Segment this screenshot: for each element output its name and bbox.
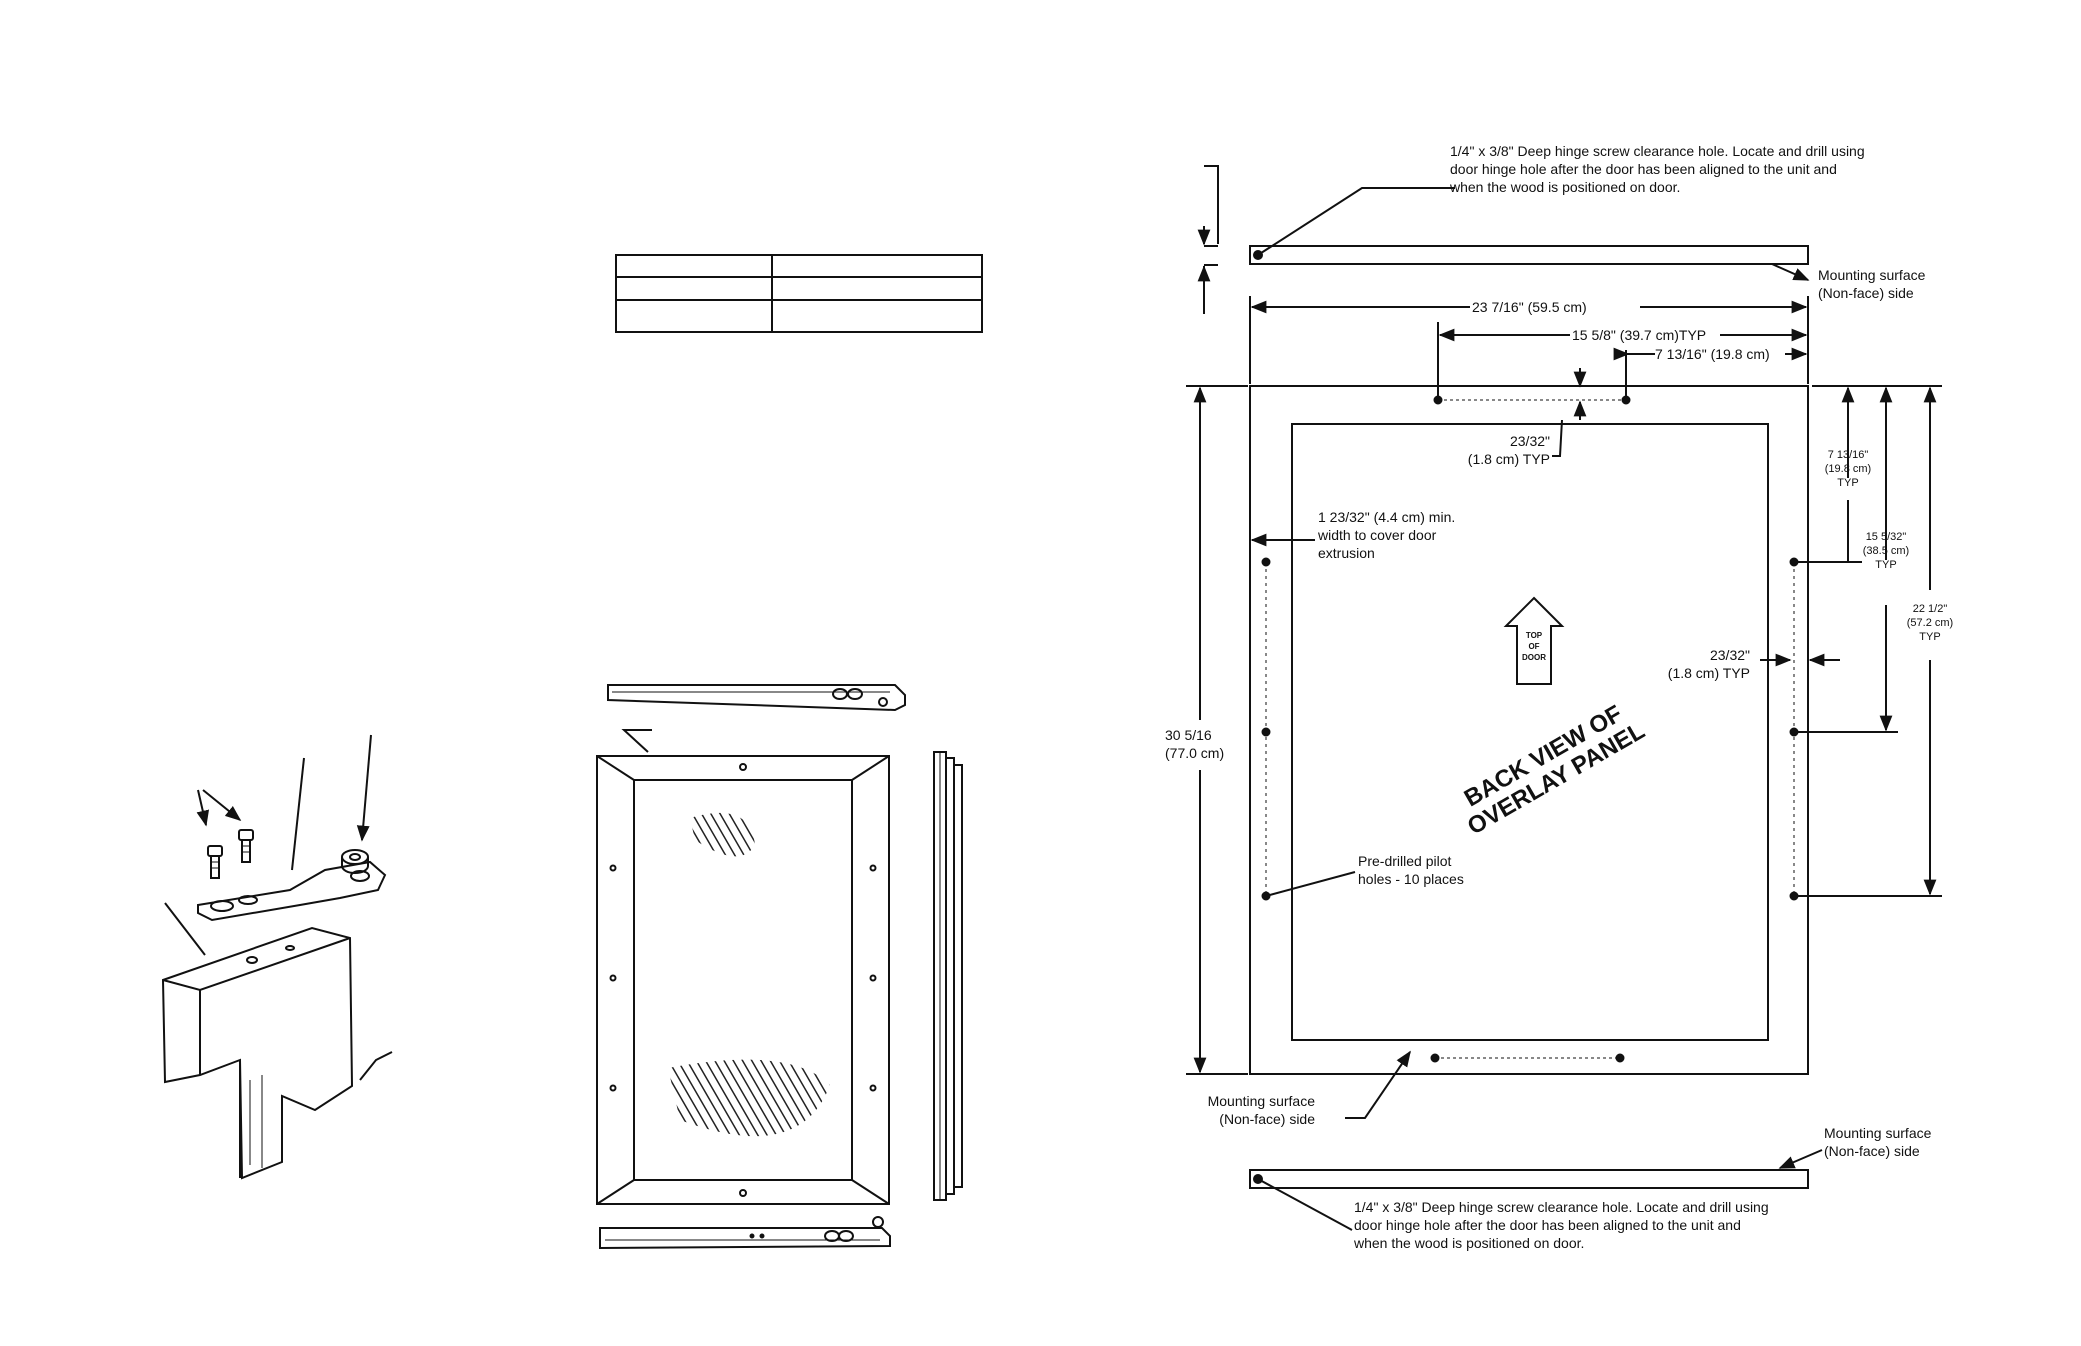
- hinge-note-top-line3: when the wood is positioned on door.: [1450, 179, 1681, 195]
- min-width-line2: width to cover door: [1318, 527, 1437, 543]
- mounting-surface-bl-line1: Mounting surface: [1207, 1093, 1315, 1109]
- door-front: [596, 755, 890, 1205]
- hole-offset-label: 7 13/16" (19.8 cm): [1655, 346, 1770, 362]
- mounting-surface-top-line1: Mounting surface: [1818, 267, 1926, 283]
- door-bottom-edge: [599, 1216, 891, 1250]
- hinge-nut: [341, 849, 369, 874]
- right-dim3-line3: TYP: [1919, 631, 1941, 643]
- panel-bottom-edge: [1249, 1169, 1809, 1189]
- hinge-note-top-leader: [1257, 187, 1455, 256]
- pilot-note-line2: holes - 10 places: [1358, 871, 1464, 887]
- right-inset-line2: (1.8 cm) TYP: [1667, 665, 1750, 681]
- door-side-edge: [933, 751, 963, 1201]
- right-dim1-line1: 7 13/16": [1827, 449, 1869, 461]
- top-of-door-line1: TOP: [1525, 631, 1543, 640]
- min-width-line1: 1 23/32" (4.4 cm) min.: [1318, 509, 1456, 525]
- door-pointer: [621, 729, 652, 753]
- right-dim1-line3: TYP: [1837, 477, 1859, 489]
- width-total-label: 23 7/16" (59.5 cm): [1472, 299, 1587, 315]
- right-dim2-line1: 15 5/32": [1865, 531, 1907, 543]
- screw-right: [238, 829, 254, 863]
- hinge-note-top-line2: door hinge hole after the door has been …: [1450, 161, 1837, 177]
- min-width-line3: extrusion: [1318, 545, 1375, 561]
- top-of-door-line3: DOOR: [1522, 653, 1546, 662]
- right-dim3-line2: (57.2 cm): [1906, 617, 1954, 629]
- overlay-panel: [1249, 385, 1809, 1075]
- right-dim1-line2: (19.8 cm): [1824, 463, 1872, 475]
- hinge-bracket: [161, 926, 354, 1180]
- right-inset-line1: 23/32": [1709, 647, 1750, 663]
- hinge-note-bottom-line3: when the wood is positioned on door.: [1354, 1235, 1585, 1251]
- top-inset-line1: 23/32": [1509, 433, 1550, 449]
- right-dim2-line3: TYP: [1875, 559, 1897, 571]
- mounting-surface-br-line2: (Non-face) side: [1824, 1143, 1920, 1159]
- hinge-note-bottom-line2: door hinge hole after the door has been …: [1354, 1217, 1741, 1233]
- mounting-surface-top-line2: (Non-face) side: [1818, 285, 1914, 301]
- spec-table: [615, 254, 983, 333]
- mounting-surface-bl-line2: (Non-face) side: [1219, 1111, 1315, 1127]
- height-total-line2: (77.0 cm): [1165, 745, 1225, 761]
- hinge-note-top-line1: 1/4" x 3/8" Deep hinge screw clearance h…: [1450, 143, 1865, 159]
- door-top-edge: [607, 684, 906, 712]
- screw-left: [207, 845, 223, 879]
- right-dim3-line1: 22 1/2": [1912, 603, 1948, 615]
- panel-top-edge: [1249, 245, 1809, 265]
- right-dim2-line2: (38.5 cm): [1862, 545, 1910, 557]
- hinge-assembly: [161, 734, 393, 1180]
- mounting-top-leader: [1771, 263, 1810, 281]
- top-of-door-line2: OF: [1528, 642, 1540, 651]
- mounting-surface-br-line1: Mounting surface: [1824, 1125, 1932, 1141]
- overlay-panel-inner: [1291, 423, 1769, 1041]
- top-of-door-arrow: [1503, 596, 1565, 685]
- hinge-note-bottom-line1: 1/4" x 3/8" Deep hinge screw clearance h…: [1354, 1199, 1769, 1215]
- hole-span-label: 15 5/8" (39.7 cm)TYP: [1572, 327, 1707, 343]
- hinge-plate: [197, 860, 387, 922]
- top-inset-line2: (1.8 cm) TYP: [1467, 451, 1550, 467]
- height-total-line1: 30 5/16: [1165, 727, 1212, 743]
- pilot-note-line1: Pre-drilled pilot: [1358, 853, 1452, 869]
